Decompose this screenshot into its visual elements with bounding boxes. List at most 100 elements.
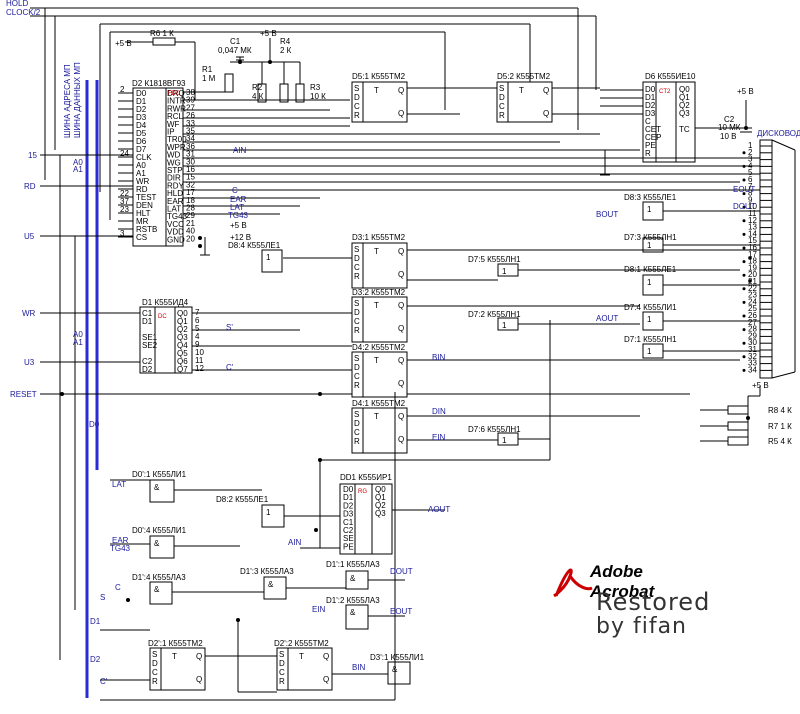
d2-chip — [132, 87, 230, 247]
d2-pin-num: 17 — [186, 188, 195, 197]
connector-pin: 1 — [748, 141, 753, 150]
ff-q: Q — [398, 412, 404, 421]
dd1-name: DD1 К555ИР1 — [340, 473, 392, 482]
connector-pin: 29 — [748, 331, 757, 340]
d31-name: D3:1 К555ТМ2 — [352, 233, 406, 242]
d2-bus-label: D2 — [90, 655, 101, 664]
d1-pin-left: D1 — [142, 317, 153, 326]
d31b-name: D3':1 К555ЛИ1 — [370, 653, 425, 662]
dd1-pin-out: Q0 — [375, 485, 386, 494]
eout-label-2: EOUT — [390, 607, 412, 616]
d2-pin-left: DEN — [136, 201, 153, 210]
ff-pin: S — [499, 84, 504, 93]
disk-connector — [759, 139, 796, 379]
d2-pin-num: 16 — [186, 165, 195, 174]
c1-value: 0,047 МК — [218, 46, 252, 55]
ff-pin: C — [354, 428, 360, 437]
dd1-chip — [339, 483, 393, 555]
d2-pin-left: D7 — [136, 145, 147, 154]
gate-symbol: 1 — [647, 241, 652, 250]
a1-label-2: A1 — [73, 338, 83, 347]
d2-pin-right: WG — [167, 158, 181, 167]
d2-pin-left: CS — [136, 233, 147, 242]
r2-value: 4 К — [252, 92, 264, 101]
logo-brand: Adobe Acrobat — [590, 562, 655, 601]
d2-pin-right: TR00 — [167, 135, 187, 144]
d2-pin-right: WPR — [167, 143, 186, 152]
p5-label-3: +5 В — [260, 29, 277, 38]
d2-pin-num: 34 — [186, 134, 195, 143]
connector-pin: 26 — [748, 311, 757, 320]
d73-name: D7:3 К555ЛН1 — [624, 233, 677, 242]
d6-chip — [600, 81, 752, 163]
ff-pin: C — [354, 263, 360, 272]
d2-pin-left: RSTB — [136, 225, 157, 234]
ff-pin: D — [354, 93, 360, 102]
d6-out: Q0 — [679, 85, 690, 94]
d51-name: D5:1 К555ТМ2 — [352, 72, 406, 81]
d2-pin-right: VCC — [167, 220, 184, 229]
d2-pin-left: WR — [136, 177, 150, 186]
d2-pin-num: 18 — [186, 196, 195, 205]
d2-name: D2 К1818ВГ93 — [132, 79, 186, 88]
d2-pin-num: 38 — [186, 88, 195, 97]
d2-pin-right: WF — [167, 120, 180, 129]
r5-label: R5 4 К — [768, 437, 792, 446]
r6-label: R6 1 К — [150, 29, 174, 38]
dd1-pin-out: Q2 — [375, 501, 386, 510]
r4-value: 2 К — [280, 46, 292, 55]
a1-label-1: A1 — [73, 165, 83, 174]
ff-pin: R — [499, 111, 505, 120]
d2-pin-left: D1 — [136, 97, 147, 106]
d1-chip — [139, 306, 193, 374]
connector-pin: 28 — [748, 325, 757, 334]
d1-pin-num: 5 — [195, 324, 200, 333]
ff-pin: S — [354, 245, 359, 254]
r3-value: 10 К — [310, 92, 326, 101]
s-label: S — [100, 593, 105, 602]
d21-name: D2':1 К555ТМ2 — [148, 639, 203, 648]
d71-name: D7:1 К555ЛН1 — [624, 335, 677, 344]
d81-name: D8:1 К555ЛЕ1 — [624, 265, 677, 274]
ff-type: T — [374, 247, 379, 256]
d1-pin-right: Q1 — [177, 317, 188, 326]
d2-pin-num: 21 — [186, 219, 195, 228]
d52-name: D5:2 К555ТМ2 — [497, 72, 551, 81]
c-prime-label: C' — [226, 363, 234, 372]
ff-pin: C — [279, 668, 285, 677]
reset-label: RESET — [10, 390, 37, 399]
lat-label-1: LAT — [230, 203, 244, 212]
d6-out: Q2 — [679, 101, 690, 110]
ein-label-2: EIN — [312, 605, 326, 614]
connector-pin: 8 — [748, 189, 753, 198]
d1-name: D1 К555ИД4 — [142, 298, 189, 307]
p5-label-4: +5 В — [737, 87, 754, 96]
d2-pin-right: DRQ — [167, 89, 185, 98]
bus-data-label: ШИНА ДАННЫХ МП — [73, 62, 82, 138]
gate-symbol: & — [154, 539, 160, 548]
ff-pin: D — [152, 659, 158, 668]
bin-label-1: BIN — [432, 353, 446, 362]
ff-qbar: Q — [398, 379, 404, 388]
d2-pin-num: 32 — [186, 180, 195, 189]
d2-pin-left: CLK — [136, 153, 152, 162]
d2-pin-right: RDY — [167, 181, 185, 190]
junction-dots — [60, 60, 752, 622]
s-prime-label: S' — [226, 323, 233, 332]
d6-pin: D0 — [645, 85, 656, 94]
gate-symbol: 1 — [266, 253, 271, 262]
connector-pin: 15 — [748, 236, 757, 245]
d2-pin-num: 37 — [120, 197, 129, 206]
logic-gates — [149, 201, 664, 685]
ff-pin: R — [279, 677, 285, 686]
ff-q: Q — [323, 652, 329, 661]
d01-name: D0':1 К555ЛИ1 — [132, 470, 187, 479]
u5-label: U5 — [24, 232, 35, 241]
connector-pin: 23 — [748, 291, 757, 300]
d6-pin: C — [645, 117, 651, 126]
ct2-tag: CT2 — [659, 89, 671, 95]
u3-label: U3 — [24, 358, 35, 367]
ff-pin: D — [354, 419, 360, 428]
d2-pin-num: 3 — [120, 229, 125, 238]
